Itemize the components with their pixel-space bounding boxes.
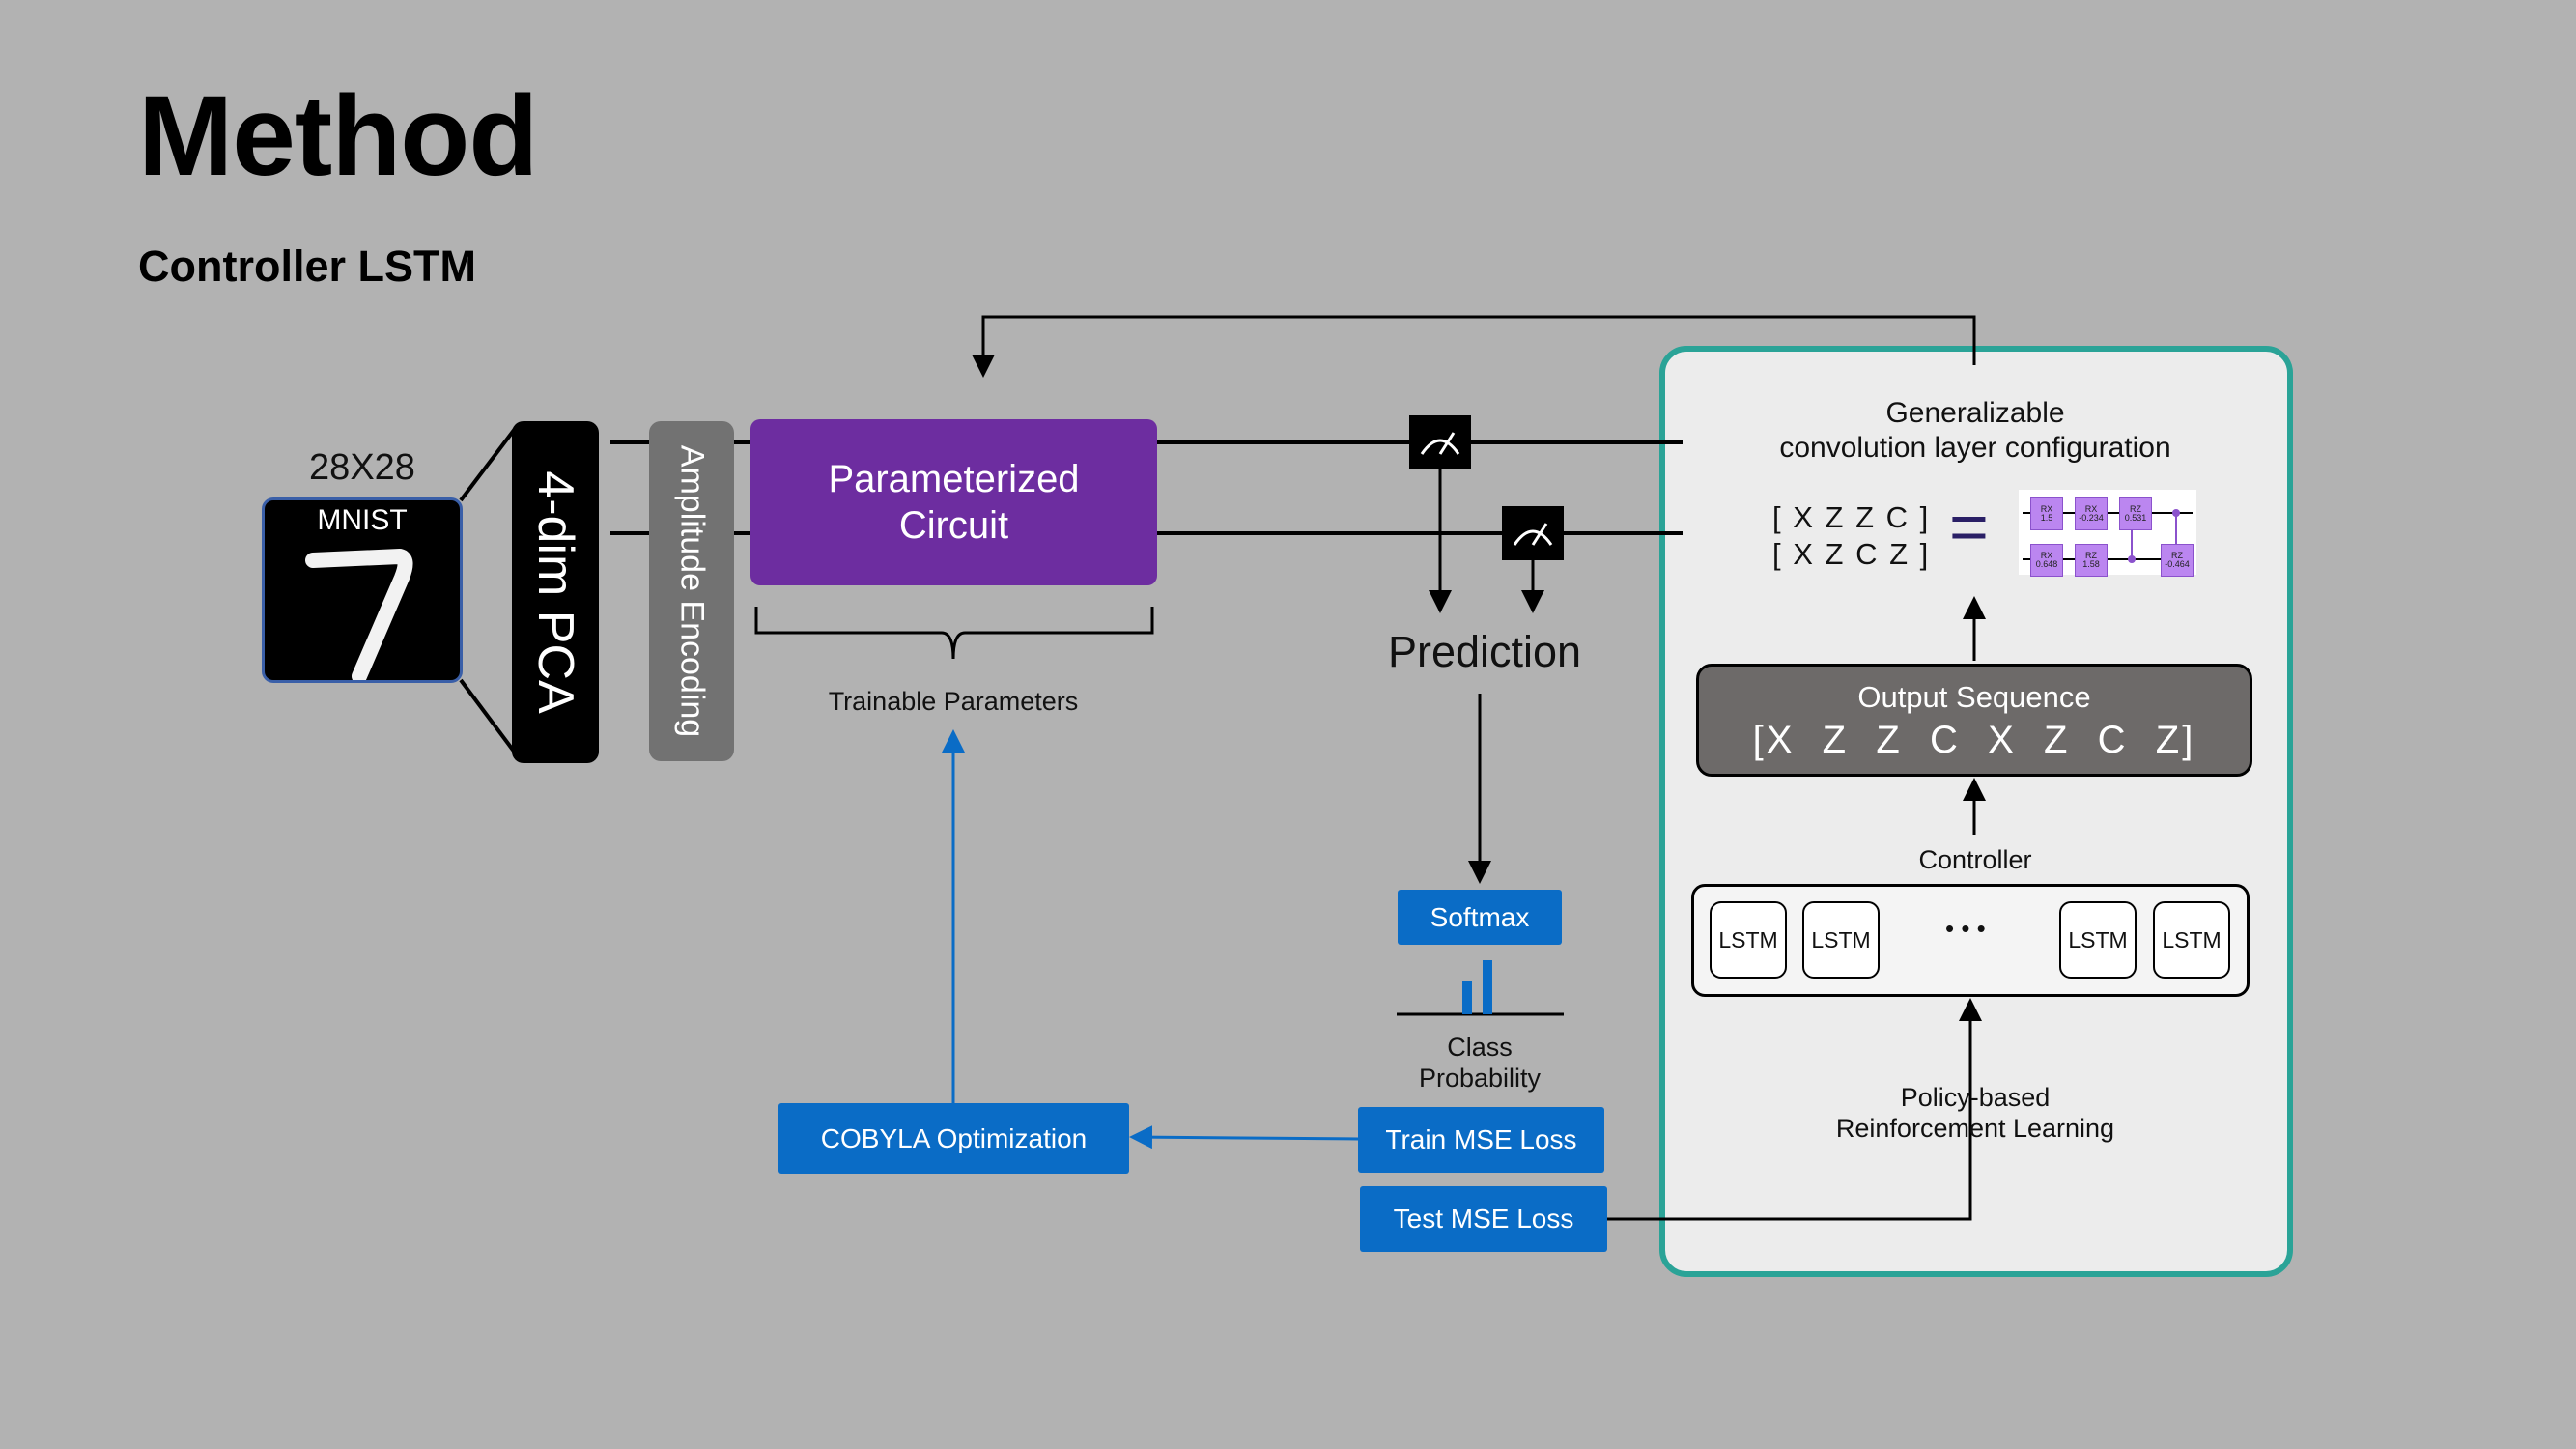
equals-sign: =: [1949, 489, 1989, 564]
page-subtitle: Controller LSTM: [138, 242, 476, 291]
parameterized-circuit-label: Parameterized Circuit: [828, 458, 1080, 547]
config-row-2: [ X Z C Z ]: [1772, 537, 1931, 571]
mnist-image: [262, 497, 463, 684]
cobyla-optimization-block: COBYLA Optimization: [778, 1103, 1129, 1174]
prob-bar-2: [1483, 960, 1492, 1014]
prediction-label: Prediction: [1387, 627, 1582, 676]
measurement-meter-1: [1409, 415, 1471, 469]
softmax-block: Softmax: [1398, 890, 1562, 945]
lstm-cell: LSTM: [2153, 901, 2230, 979]
lstm-cell: LSTM: [1710, 901, 1787, 979]
mnist-label: MNIST: [317, 504, 408, 536]
reinforcement-learning-label: Policy-based Reinforcement Learning: [1835, 1083, 2115, 1144]
test-mse-loss-block: Test MSE Loss: [1360, 1186, 1607, 1252]
amplitude-encoding-label: Amplitude Encoding: [673, 444, 711, 738]
config-title: Generalizable convolution layer configur…: [1779, 397, 2171, 464]
lstm-cell: LSTM: [1802, 901, 1880, 979]
controller-block: LSTM LSTM • • • LSTM LSTM: [1691, 884, 2250, 997]
page-title: Method: [138, 72, 538, 200]
train-mse-loss-block: Train MSE Loss: [1358, 1107, 1604, 1173]
gate-rz-icon: RZ-0.464: [2161, 544, 2194, 577]
prob-bar-1: [1462, 981, 1472, 1014]
trainable-brace: [754, 607, 1154, 660]
output-sequence-value: [X Z Z C X Z C Z]: [1752, 719, 2196, 761]
output-sequence-block: Output Sequence [X Z Z C X Z C Z]: [1696, 664, 2252, 777]
controller-label: Controller: [1918, 845, 2032, 874]
measurement-meter-2: [1502, 506, 1564, 560]
ellipsis: • • •: [1945, 914, 1986, 943]
trainable-parameters-label: Trainable Parameters: [828, 687, 1079, 716]
pca-block: [512, 421, 599, 763]
amplitude-encoding-block: [649, 421, 734, 761]
pca-label: 4-dim PCA: [527, 470, 583, 714]
lstm-cell: LSTM: [2059, 901, 2137, 979]
output-sequence-title: Output Sequence: [1857, 680, 2091, 714]
config-row-1: [ X Z Z C ]: [1772, 500, 1931, 534]
digit-seven-image: [305, 549, 413, 684]
class-probability-label: Class Probability: [1418, 1033, 1542, 1094]
parameterized-circuit-block: Parameterized Circuit: [750, 419, 1157, 585]
input-size-label: 28X28: [309, 447, 415, 488]
gate-rx-icon: RX-0.234: [2075, 497, 2108, 530]
